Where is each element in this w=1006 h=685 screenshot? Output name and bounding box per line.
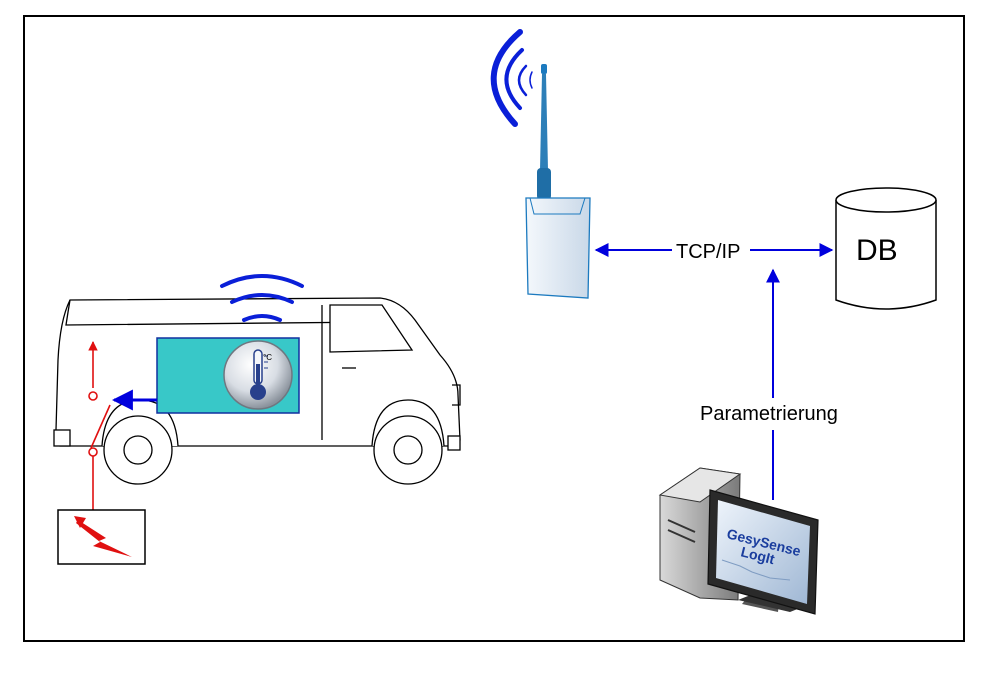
relay-switch xyxy=(88,341,111,512)
celsius-label: °C xyxy=(263,353,272,362)
van-wheel-rear xyxy=(103,415,173,485)
thermometer-icon: °C xyxy=(223,340,293,410)
lightning-icon xyxy=(74,516,132,557)
database-label: DB xyxy=(856,234,898,267)
van-signal-waves xyxy=(220,274,304,322)
radio-transmitter-icon xyxy=(525,64,591,299)
computer-icon: GesySense LogIt xyxy=(658,467,819,615)
tcpip-label: TCP/IP xyxy=(676,241,740,263)
parametrierung-label: Parametrierung xyxy=(700,403,838,425)
radio-signal-waves xyxy=(490,29,533,127)
database-icon xyxy=(835,187,937,310)
van-wheel-front xyxy=(373,415,443,485)
